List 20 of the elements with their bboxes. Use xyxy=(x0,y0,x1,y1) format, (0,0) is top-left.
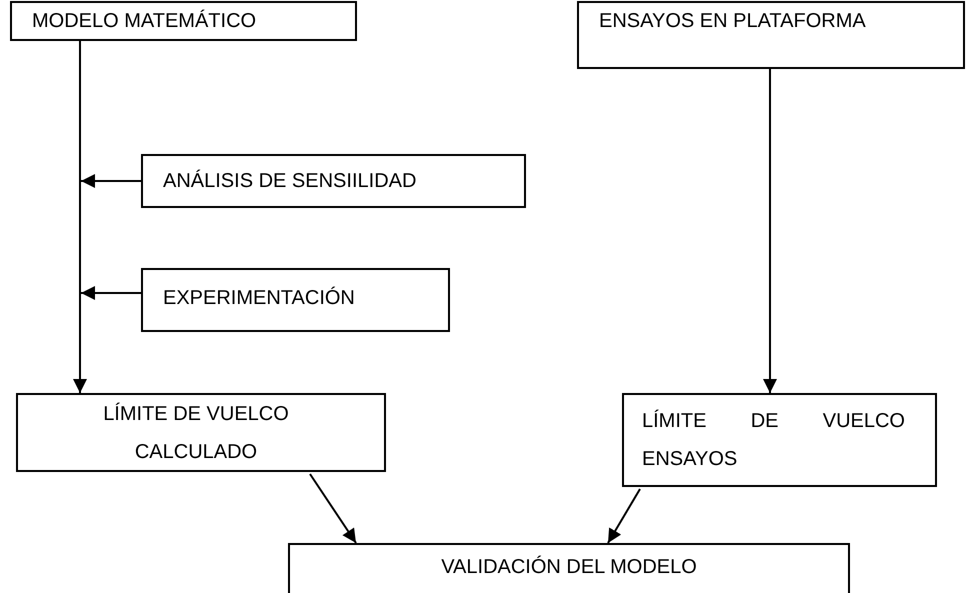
process-box xyxy=(10,1,357,41)
process-box xyxy=(141,154,526,208)
arrow xyxy=(81,174,141,188)
process-box xyxy=(141,268,450,332)
process-box xyxy=(622,393,937,487)
process-box xyxy=(288,543,850,593)
arrow xyxy=(763,69,777,393)
box-label: ANÁLISIS DE SENSIILIDAD xyxy=(163,168,416,194)
box-label: ENSAYOS EN PLATAFORMA xyxy=(599,9,866,34)
box-label: VALIDACIÓN DEL MODELO xyxy=(441,554,697,580)
process-box xyxy=(577,1,965,69)
arrow xyxy=(309,473,357,544)
arrow xyxy=(607,488,641,544)
box-label: EXPERIMENTACIÓN xyxy=(163,286,355,311)
arrow xyxy=(81,286,141,300)
process-box xyxy=(16,393,386,472)
box-label: MODELO MATEMÁTICO xyxy=(32,8,256,34)
arrow xyxy=(73,41,87,393)
box-label: LÍMITE DE VUELCO ENSAYOS xyxy=(642,408,905,472)
box-label: LÍMITE DE VUELCO CALCULADO xyxy=(102,402,290,464)
